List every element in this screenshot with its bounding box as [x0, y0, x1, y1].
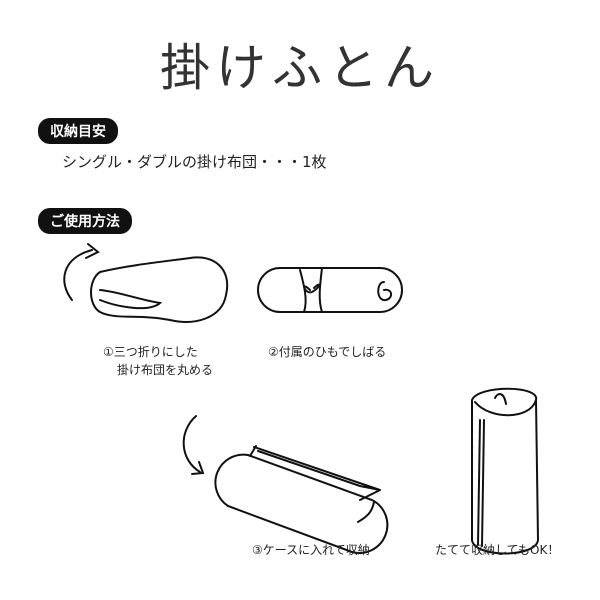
usage-label-badge: ご使用方法 — [38, 208, 132, 234]
step-3-caption: ③ケースに入れて収納 — [252, 543, 370, 557]
step-2-caption: ②付属のひもでしばる — [268, 345, 387, 359]
case-illustration — [182, 415, 389, 554]
step-1-line-2: 掛け布団を丸める — [117, 363, 214, 377]
step-1-caption: ①三つ折りにした 掛け布団を丸める — [103, 343, 213, 379]
folded-futon-illustration — [63, 243, 229, 323]
page-title: 掛けふとん — [160, 39, 440, 97]
step-1-line-1: ①三つ折りにした — [103, 345, 198, 359]
storage-capacity-text: シングル・ダブルの掛け布団・・・1枚 — [62, 153, 327, 171]
storage-label-badge: 収納目安 — [38, 118, 118, 144]
standing-case-illustration — [471, 387, 540, 555]
standing-storage-caption: たてて収納してもOK！ — [435, 543, 560, 557]
tied-roll-illustration — [257, 267, 403, 313]
